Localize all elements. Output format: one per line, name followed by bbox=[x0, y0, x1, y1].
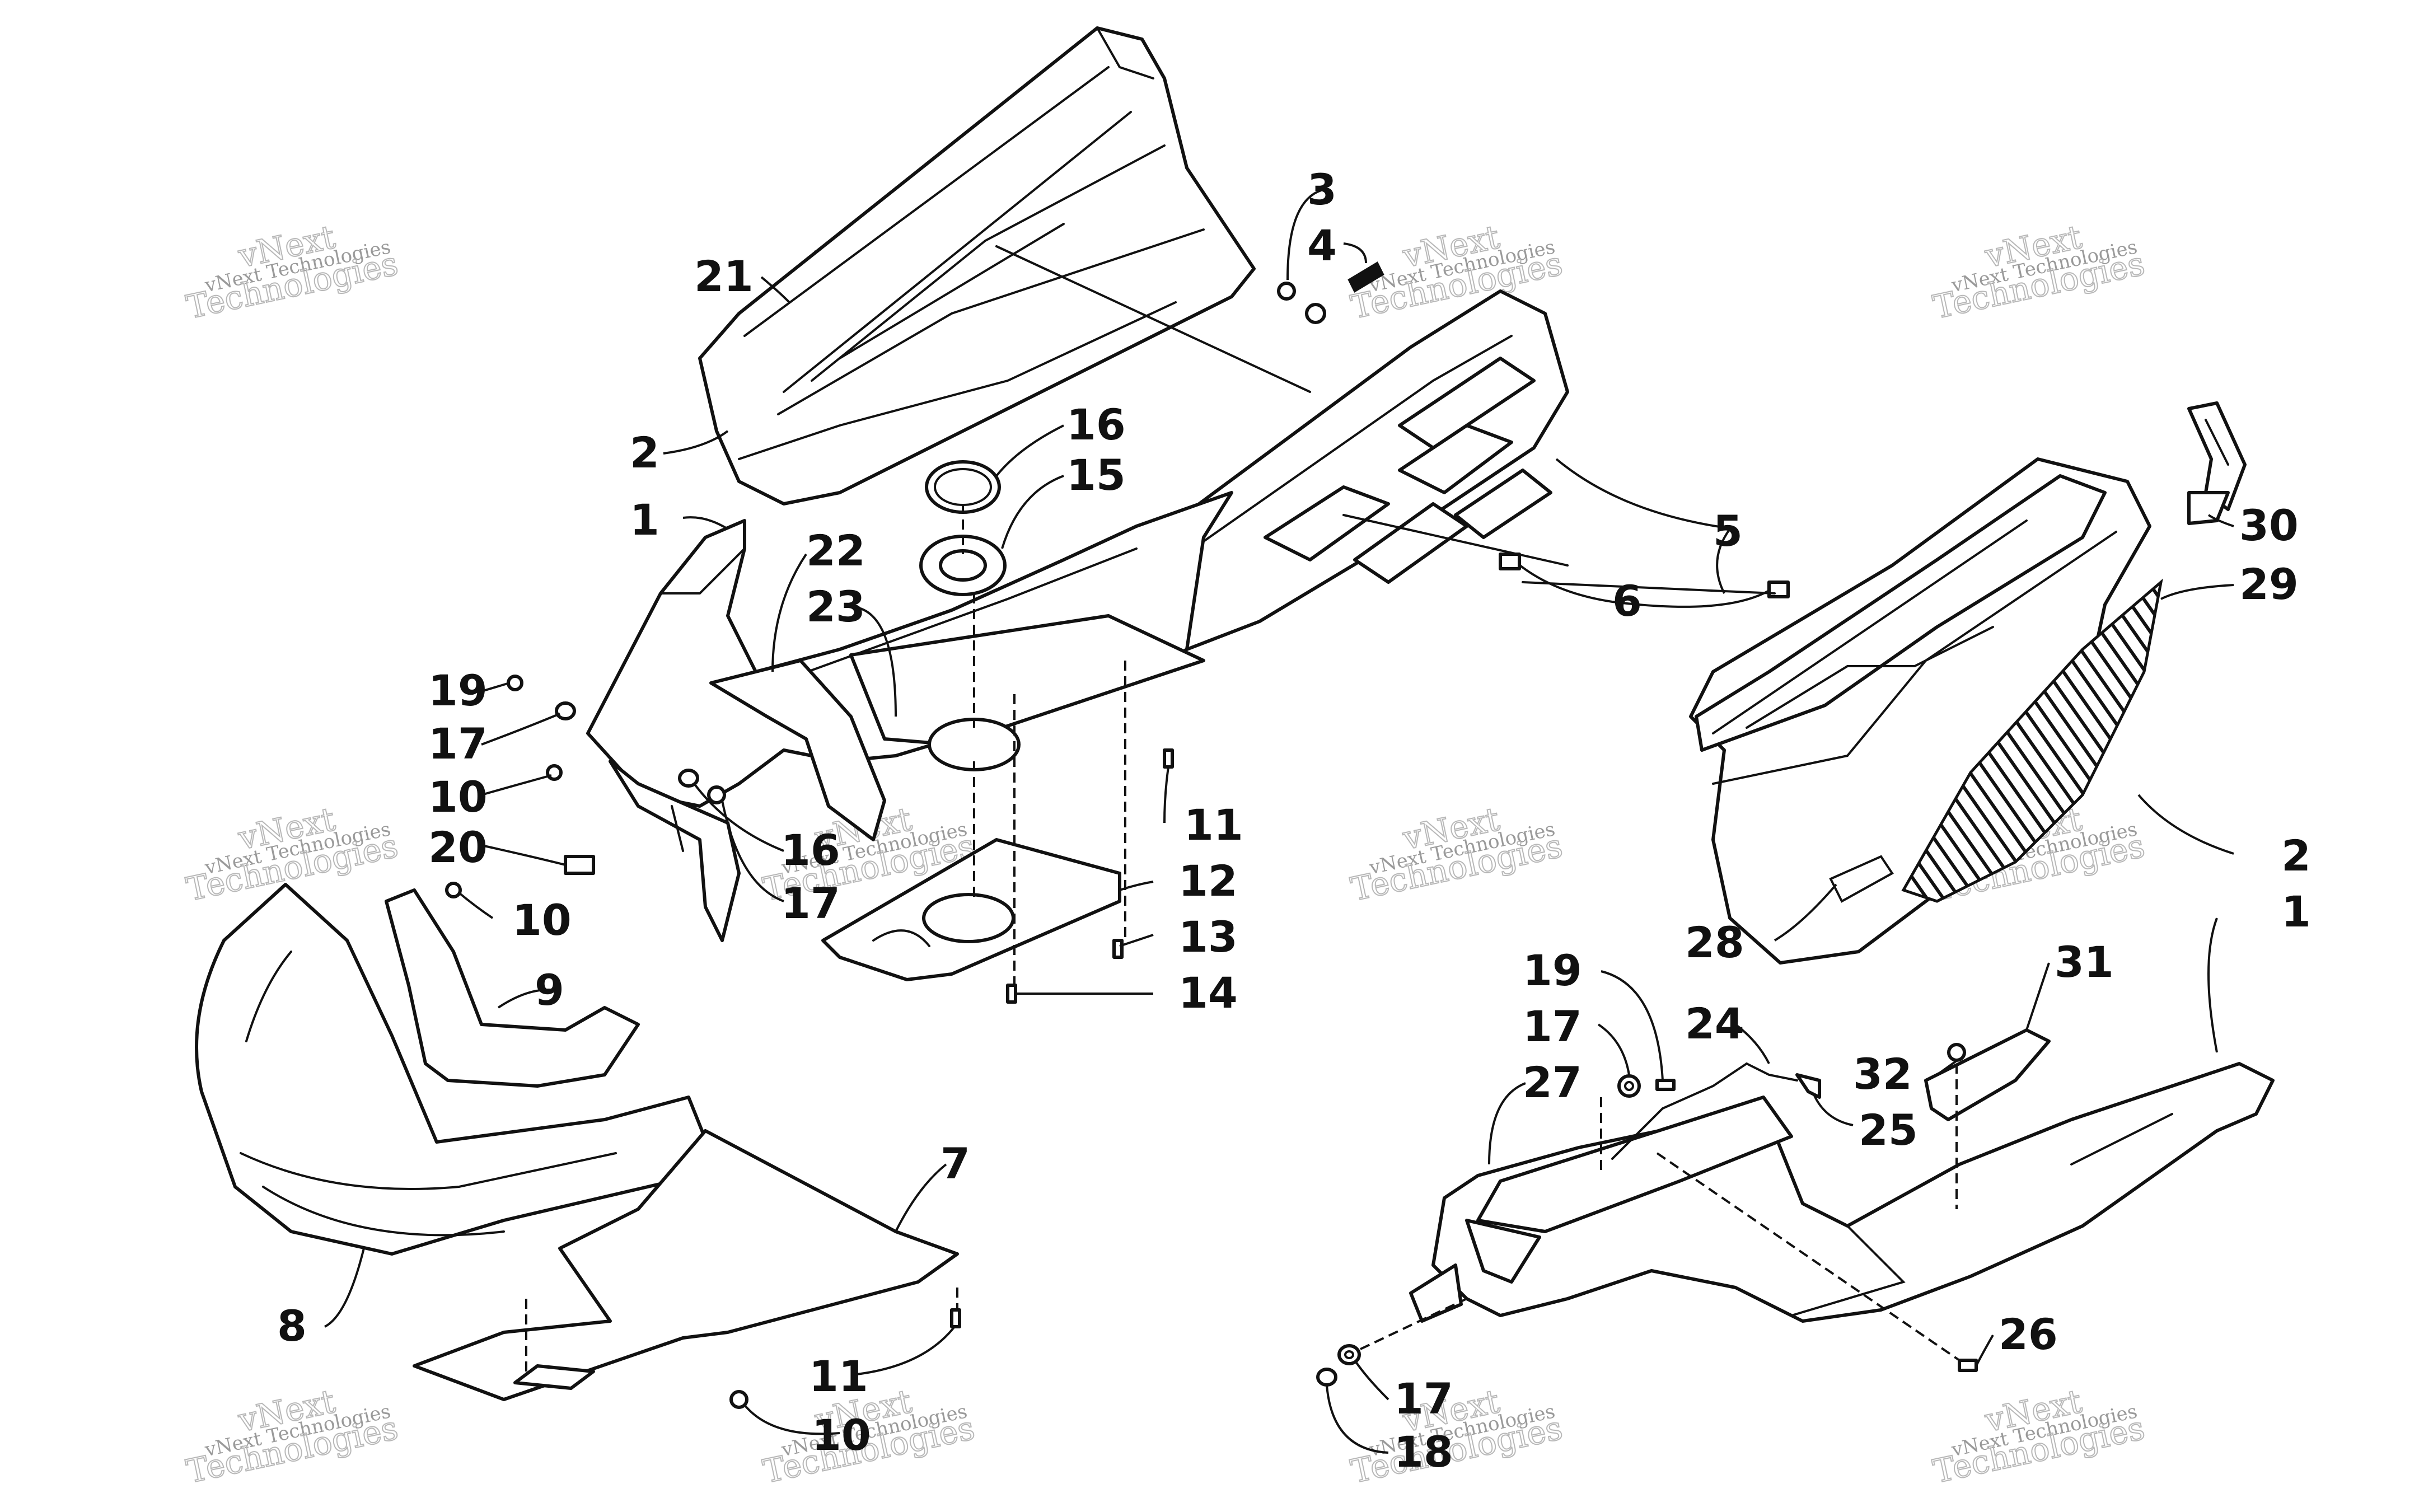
part-10-bolt bbox=[546, 764, 563, 781]
watermark-1: vNext Technologies vNext Technologies bbox=[183, 217, 402, 327]
callout-6: 6 bbox=[1612, 576, 1642, 626]
callout-19-a: 19 bbox=[428, 666, 488, 715]
callout-17-c: 17 bbox=[1523, 1001, 1582, 1051]
callout-26: 26 bbox=[1999, 1309, 2058, 1359]
part-20-clip bbox=[564, 855, 595, 875]
assembly-lines bbox=[525, 245, 1961, 1377]
left-side-bracket bbox=[609, 760, 741, 942]
part-32-rivet bbox=[1947, 1043, 1966, 1062]
callout-11-b: 11 bbox=[809, 1351, 868, 1401]
callout-28: 28 bbox=[1685, 918, 1744, 967]
callout-27: 27 bbox=[1523, 1057, 1582, 1107]
callout-17-a: 17 bbox=[428, 719, 488, 769]
part-7-skid-plate bbox=[413, 1129, 959, 1401]
callout-2-left: 2 bbox=[630, 428, 659, 478]
callout-21: 21 bbox=[694, 251, 754, 301]
part-17d-washer bbox=[1337, 1344, 1361, 1365]
callout-1-left: 1 bbox=[630, 495, 659, 545]
callout-20: 20 bbox=[428, 822, 488, 872]
part-14-rivet bbox=[1006, 984, 1017, 1004]
callout-10-a: 10 bbox=[428, 772, 488, 822]
part-11b-rivet bbox=[950, 1308, 961, 1328]
callout-10-c: 10 bbox=[812, 1410, 871, 1460]
callout-17-b: 17 bbox=[781, 878, 840, 928]
callout-30: 30 bbox=[2239, 500, 2299, 550]
callout-18: 18 bbox=[1394, 1427, 1453, 1477]
watermark-7: vNext Technologies vNext Technologies bbox=[1347, 799, 1566, 909]
callout-3: 3 bbox=[1307, 165, 1337, 214]
part-25-pin bbox=[1795, 1073, 1821, 1099]
part-12-lower-plate bbox=[821, 838, 1121, 981]
part-5-seat bbox=[1107, 289, 1569, 651]
part-18-nut bbox=[1316, 1368, 1337, 1387]
callout-5: 5 bbox=[1713, 506, 1743, 556]
watermark-12: vNext Technologies vNext Technologies bbox=[1929, 1382, 2149, 1491]
callout-29: 29 bbox=[2239, 559, 2299, 609]
callout-19-b: 19 bbox=[1523, 945, 1582, 995]
callout-17-d: 17 bbox=[1394, 1374, 1453, 1424]
part-30-strap bbox=[2187, 401, 2247, 525]
part-10b-bolt bbox=[445, 882, 462, 898]
part-16b-washer bbox=[678, 769, 699, 788]
part-9-bracket bbox=[385, 888, 640, 1088]
part-2-right-hood bbox=[1689, 457, 2163, 965]
callout-16-a: 16 bbox=[1066, 400, 1126, 450]
part-31-plate bbox=[1924, 1028, 2051, 1121]
callout-9: 9 bbox=[535, 965, 564, 1015]
part-27-tunnel-panel bbox=[1465, 1096, 1793, 1284]
callout-10-b: 10 bbox=[512, 895, 572, 945]
part-11-rivet bbox=[1163, 748, 1174, 769]
part-10c-bolt bbox=[729, 1390, 748, 1409]
callout-15: 15 bbox=[1066, 450, 1126, 500]
part-8-front-bumper bbox=[195, 883, 713, 1256]
watermark-9: vNext Technologies vNext Technologies bbox=[183, 1382, 402, 1491]
part-4-clip bbox=[1305, 261, 1384, 324]
part-17b-washer bbox=[707, 785, 726, 804]
callout-labels: 1 1 2 2 3 4 5 6 7 8 9 10 10 10 11 11 12 … bbox=[277, 165, 2311, 1477]
callout-13: 13 bbox=[1178, 912, 1238, 962]
callout-12: 12 bbox=[1178, 856, 1238, 906]
callout-25: 25 bbox=[1859, 1105, 1918, 1155]
callout-24: 24 bbox=[1685, 999, 1744, 1048]
callout-14: 14 bbox=[1178, 968, 1238, 1018]
callout-16-b: 16 bbox=[781, 825, 840, 875]
part-17c-washer bbox=[1617, 1074, 1641, 1098]
part-13-rivet bbox=[1112, 939, 1124, 959]
part-15-gasket bbox=[919, 535, 1007, 596]
leader-lines bbox=[324, 189, 2234, 1454]
callout-31: 31 bbox=[2055, 937, 2114, 987]
callout-32: 32 bbox=[1853, 1049, 1912, 1099]
callout-1-right: 1 bbox=[2281, 887, 2311, 937]
watermark-4: vNext Technologies vNext Technologies bbox=[1929, 217, 2149, 327]
fasteners bbox=[445, 261, 1978, 1409]
part-24-rod bbox=[1611, 1062, 1798, 1160]
part-1-chassis-left bbox=[586, 491, 1233, 808]
part-5-right-seat bbox=[1695, 474, 2107, 752]
part-2-top-hood bbox=[698, 26, 1256, 505]
callout-23: 23 bbox=[806, 582, 865, 631]
callout-11-a: 11 bbox=[1184, 800, 1243, 850]
callout-22: 22 bbox=[806, 526, 865, 575]
callout-4: 4 bbox=[1307, 221, 1337, 270]
part-26-rivet bbox=[1958, 1359, 1978, 1372]
part-17-washer bbox=[555, 701, 576, 720]
callout-7: 7 bbox=[941, 1139, 970, 1188]
callout-2-right: 2 bbox=[2281, 831, 2311, 881]
part-19b-bolt bbox=[1655, 1079, 1676, 1091]
part-3-screw bbox=[1277, 282, 1296, 301]
part-19-bolt bbox=[507, 675, 523, 691]
part-22-side-panel bbox=[709, 659, 886, 841]
callout-8: 8 bbox=[277, 1301, 307, 1351]
